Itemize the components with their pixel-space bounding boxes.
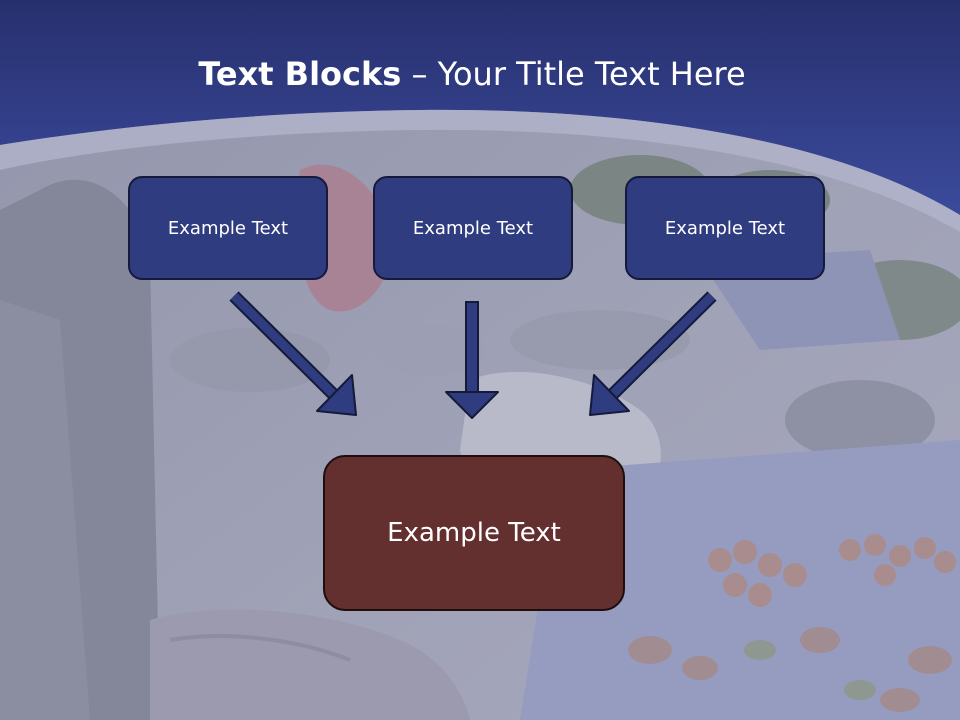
- text-block-2[interactable]: Example Text: [373, 176, 573, 280]
- title-dash: –: [411, 55, 428, 93]
- slide-title: Text Blocks – Your Title Text Here: [0, 52, 944, 96]
- arrow-center-icon: [445, 301, 499, 419]
- text-block-1[interactable]: Example Text: [128, 176, 328, 280]
- arrow-left-icon: [229, 291, 357, 416]
- text-block-3[interactable]: Example Text: [625, 176, 825, 280]
- title-rest-text: Your Title Text Here: [437, 55, 746, 93]
- arrow-right-icon: [589, 291, 717, 416]
- title-bold-text: Text Blocks: [198, 55, 402, 93]
- text-block-1-label: Example Text: [167, 217, 289, 239]
- target-text-block-label: Example Text: [387, 518, 561, 548]
- target-text-block[interactable]: Example Text: [323, 455, 625, 611]
- text-block-2-label: Example Text: [412, 217, 534, 239]
- text-block-3-label: Example Text: [664, 217, 786, 239]
